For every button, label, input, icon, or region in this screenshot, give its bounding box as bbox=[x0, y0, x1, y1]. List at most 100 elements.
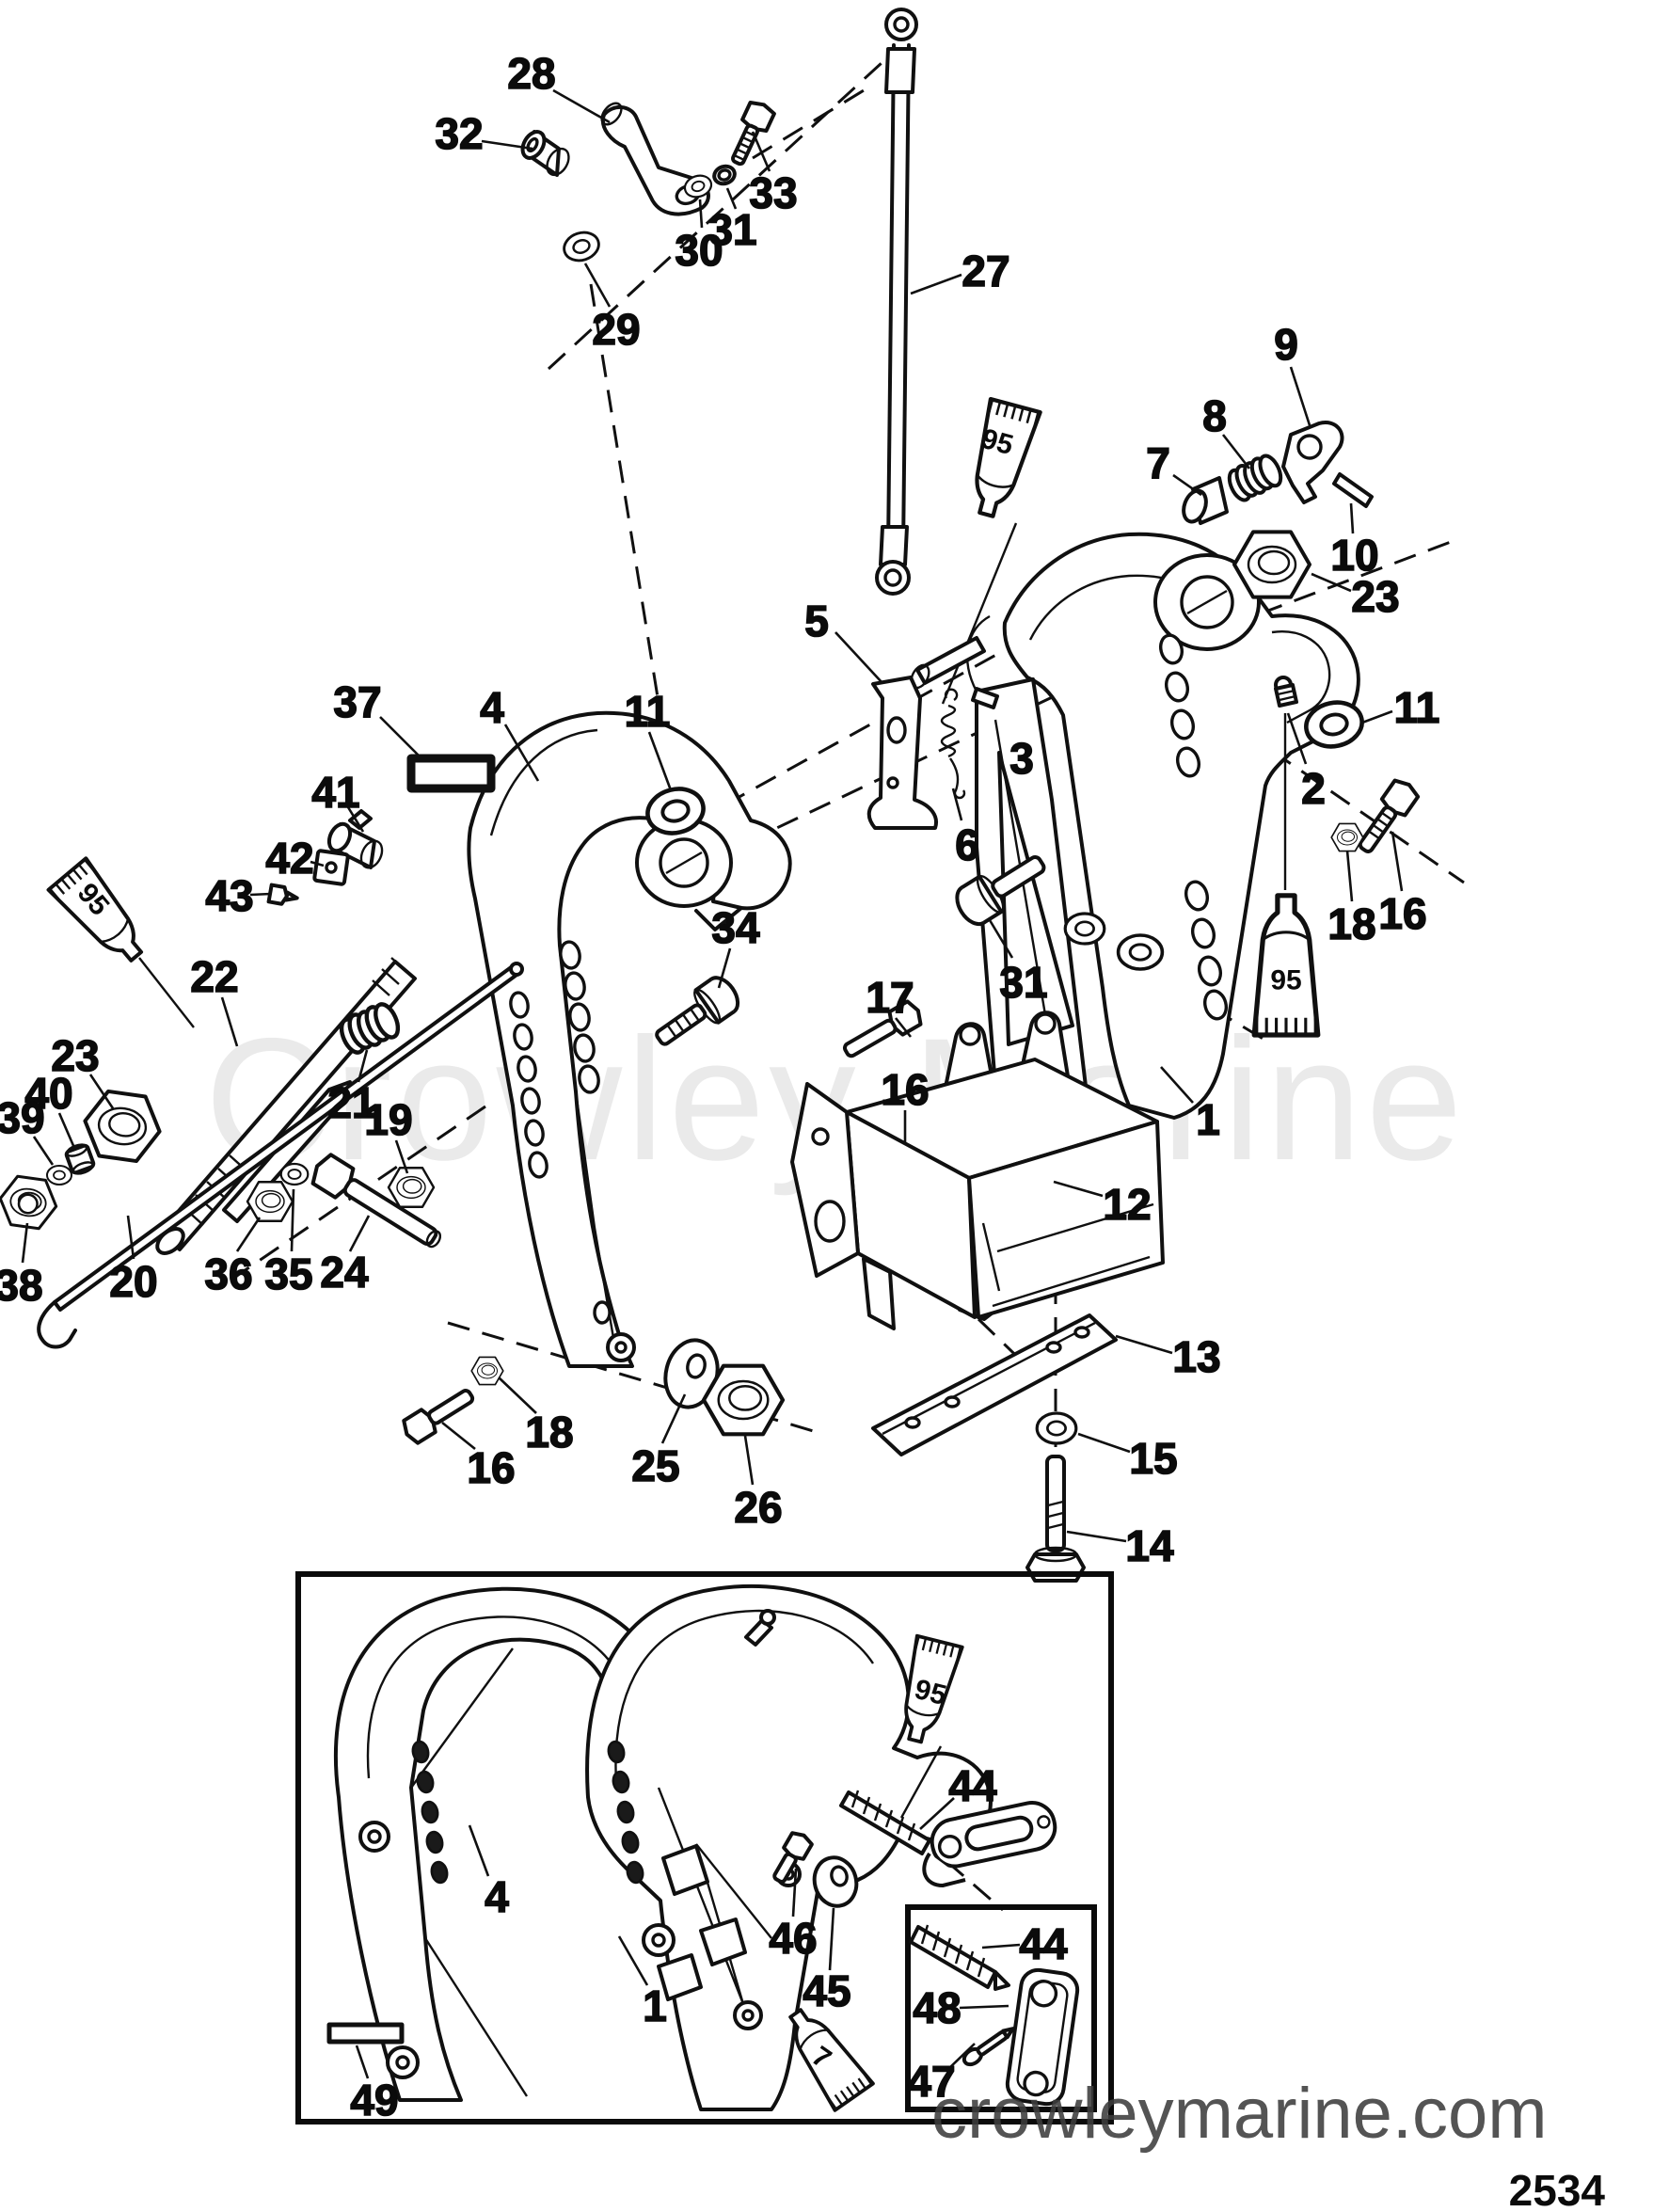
bolt-16-bottom bbox=[402, 1389, 475, 1445]
leader-line-45-52 bbox=[828, 1907, 835, 1971]
part-label-44-54: 44 bbox=[1019, 1919, 1068, 1968]
leader-line-43-27 bbox=[249, 892, 272, 897]
decal-37 bbox=[406, 754, 496, 793]
part-label-4-23: 4 bbox=[480, 683, 504, 732]
clamp-41-group bbox=[266, 809, 384, 906]
plate-13 bbox=[871, 1313, 1118, 1456]
leader-line-40-31 bbox=[57, 1112, 76, 1149]
leader-line-5-14 bbox=[834, 631, 883, 684]
spacer-40 bbox=[64, 1143, 96, 1175]
leader-line-16-41 bbox=[441, 1421, 476, 1451]
anchor-pin-44-group bbox=[839, 1633, 1057, 1887]
leader-line-27-6 bbox=[910, 273, 962, 295]
clamp-bracket-starboard bbox=[1002, 532, 1360, 1120]
part-label-16-41: 16 bbox=[467, 1443, 515, 1492]
part-label-20-36: 20 bbox=[109, 1257, 157, 1306]
part-label-19-34: 19 bbox=[364, 1095, 412, 1144]
part-label-40-31: 40 bbox=[24, 1069, 72, 1118]
nut-18-bottom bbox=[470, 1356, 504, 1386]
leader-line-41-25 bbox=[346, 806, 365, 833]
leader-line-10-10 bbox=[1349, 502, 1355, 534]
leader-line-39-32 bbox=[32, 1136, 55, 1166]
screw-33 bbox=[731, 101, 776, 167]
leader-line-20-36 bbox=[126, 1215, 135, 1260]
part-label-24-39: 24 bbox=[320, 1248, 369, 1297]
leader-line-31-3 bbox=[725, 187, 738, 210]
leader-line-25-42 bbox=[660, 1393, 687, 1444]
leader-line-13-44 bbox=[1115, 1334, 1173, 1355]
part-label-45-52: 45 bbox=[803, 1966, 850, 2015]
leader-line-35-38 bbox=[290, 1188, 295, 1252]
leader-line-21-33 bbox=[357, 1049, 369, 1083]
leader-line-16-48 bbox=[1391, 831, 1404, 892]
bolt-14 bbox=[1025, 1455, 1086, 1583]
part-label-36-37: 36 bbox=[204, 1249, 252, 1298]
leader-line-2-13 bbox=[1286, 712, 1308, 765]
part-label-3-15: 3 bbox=[1009, 734, 1034, 783]
leader-line-1-50 bbox=[617, 1935, 649, 1986]
leader-line-33-4 bbox=[751, 131, 771, 172]
part-label-39-32: 39 bbox=[0, 1093, 45, 1142]
washer-15 bbox=[1035, 1411, 1078, 1445]
part-label-46-51: 46 bbox=[769, 1914, 817, 1963]
part-label-26-43: 26 bbox=[734, 1483, 782, 1532]
part-label-21-33: 21 bbox=[327, 1078, 375, 1127]
leader-line-48-55 bbox=[959, 2004, 1009, 2010]
part-label-35-38: 35 bbox=[264, 1249, 312, 1298]
leader-line-23-11 bbox=[1311, 572, 1352, 593]
leader-line-18-40 bbox=[498, 1377, 537, 1414]
part-label-4-49: 4 bbox=[485, 1872, 509, 1921]
grease-fitting-2 bbox=[1274, 676, 1298, 708]
page-number: 2534 bbox=[1509, 2166, 1606, 2212]
nut-38 bbox=[0, 1172, 61, 1233]
part-label-31-3: 31 bbox=[708, 205, 756, 254]
leader-line-37-22 bbox=[379, 716, 422, 759]
part-label-12-21: 12 bbox=[1103, 1180, 1151, 1229]
part-label-47-56: 47 bbox=[907, 2057, 955, 2106]
part-label-32-1: 32 bbox=[435, 109, 483, 158]
part-label-41-25: 41 bbox=[311, 768, 359, 817]
washer-35 bbox=[279, 1162, 310, 1186]
leader-line-32-1 bbox=[481, 139, 533, 151]
leader-line-36-37 bbox=[235, 1217, 262, 1252]
part-label-28-0: 28 bbox=[507, 49, 555, 98]
bolt-46 bbox=[772, 1831, 814, 1884]
leader-line-38-35 bbox=[21, 1222, 29, 1264]
leader-line-7-9 bbox=[1172, 473, 1202, 497]
inset-box bbox=[295, 1571, 1114, 2124]
leader-line-44-54 bbox=[981, 1943, 1021, 1949]
nut-36 bbox=[246, 1181, 294, 1222]
leader-line-44-53 bbox=[919, 1797, 955, 1830]
part-label-11-12: 11 bbox=[1394, 683, 1440, 732]
grease-tube-95-left bbox=[46, 856, 195, 1028]
part-label-27-6: 27 bbox=[962, 247, 1009, 295]
transom-bracket-12 bbox=[790, 1011, 1165, 1330]
part-label-8-8: 8 bbox=[1202, 391, 1227, 440]
part-label-30-2: 30 bbox=[675, 226, 723, 275]
part-label-22-29: 22 bbox=[190, 952, 238, 1001]
bolt-34 bbox=[655, 976, 740, 1046]
footer-watermark: crowleymarine.com bbox=[931, 2074, 1548, 2154]
leader-line-4-49 bbox=[468, 1824, 490, 1877]
nut-18-starboard bbox=[1330, 822, 1364, 852]
part-label-42-26: 42 bbox=[265, 834, 313, 883]
grease-tube-95-top bbox=[941, 399, 1041, 705]
part-label-14-46: 14 bbox=[1125, 1521, 1174, 1570]
decal-49 bbox=[326, 2022, 405, 2045]
grease-tube-95-right bbox=[1254, 713, 1318, 1035]
part-label-48-55: 48 bbox=[913, 1983, 961, 2032]
clamp-bracket-port bbox=[467, 710, 792, 1368]
leader-line-22-29 bbox=[220, 996, 239, 1047]
part-label-9-7: 9 bbox=[1274, 320, 1298, 369]
part-label-1-50: 1 bbox=[643, 1981, 667, 2030]
tube-label-95-1: 95 bbox=[1270, 965, 1301, 996]
leader-line-29-5 bbox=[583, 263, 612, 308]
leader-line-23-30 bbox=[88, 1074, 115, 1109]
part-label-43-27: 43 bbox=[205, 871, 253, 920]
part-label-18-47: 18 bbox=[1327, 899, 1375, 948]
leader-line-18-47 bbox=[1345, 850, 1354, 902]
part-label-38-35: 38 bbox=[0, 1261, 43, 1310]
leader-line-31-17 bbox=[988, 919, 1014, 959]
